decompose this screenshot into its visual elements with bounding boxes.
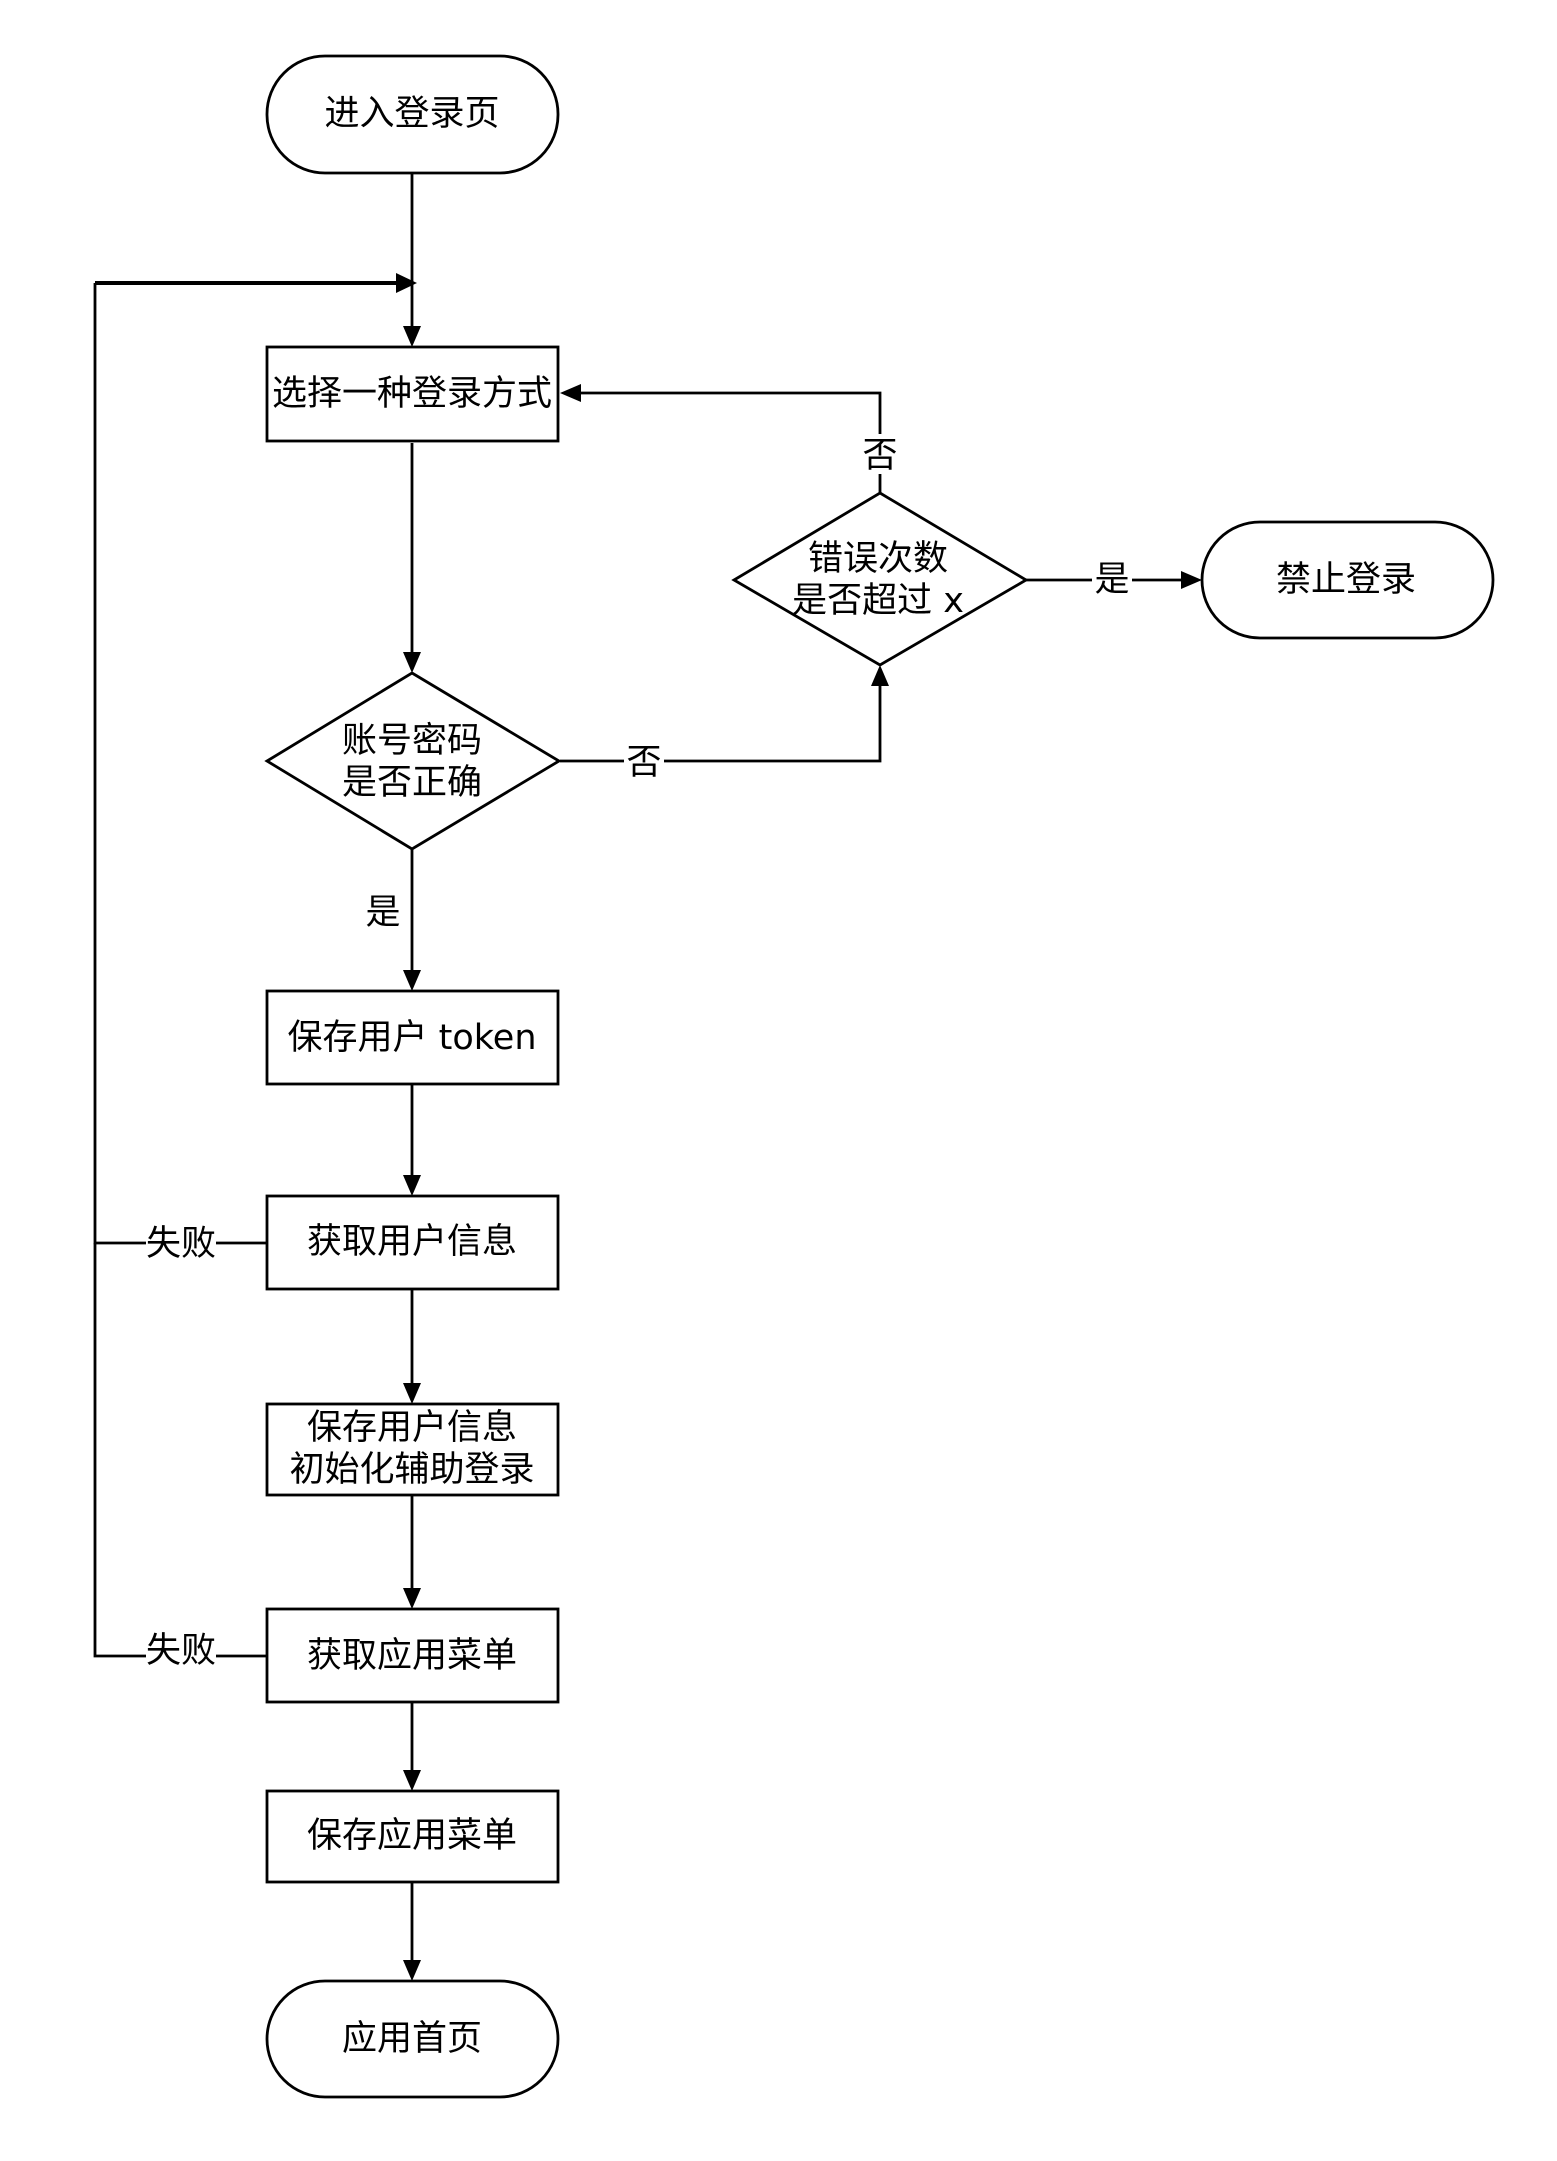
edge-label-menu-fail: 失败 [146,1631,216,1671]
arrowhead-down [403,652,421,673]
arrowhead-down [403,1383,421,1404]
arrowhead-down [403,326,421,347]
node-check-attempts-line1: 错误次数 [808,539,948,579]
edge-label-userinfo-fail: 失败 [146,1224,216,1264]
arrowhead-right [396,273,417,293]
edge-password-no [560,682,882,763]
node-get-user-info: 获取用户信息 [265,1194,560,1291]
terminator-shape [1200,520,1495,640]
node-check-password-line1: 账号密码 [342,721,482,761]
decision-shape [264,671,562,851]
node-check-attempts: 错误次数 是否超过 x [731,491,1029,667]
edge-userinfo-fail [93,283,267,1245]
node-forbid-login: 禁止登录 [1200,520,1495,640]
node-app-home: 应用首页 [265,1979,560,2099]
node-check-attempts-line2: 是否超过 x [792,581,964,621]
node-get-user-info-label: 获取用户信息 [307,1222,517,1262]
arrowhead-down [403,1588,421,1609]
edge-label-password-no: 否 [626,743,661,783]
node-check-password: 账号密码 是否正确 [264,671,562,851]
node-choose-method-label: 选择一种登录方式 [272,374,552,414]
edge-label-attempts-yes: 是 [1094,560,1129,600]
node-save-token: 保存用户 token [265,989,560,1086]
decision-shape [731,491,1029,667]
node-check-password-line2: 是否正确 [342,763,482,803]
process-shape [265,345,560,443]
process-shape [265,1607,560,1704]
arrowhead-down [403,1175,421,1196]
edge-menu-fail [93,1243,267,1658]
arrowhead-down [403,1770,421,1791]
node-forbid-login-label: 禁止登录 [1276,560,1416,600]
node-save-app-menu: 保存应用菜单 [265,1789,560,1884]
node-start-label: 进入登录页 [324,94,499,134]
connectors [93,174,1202,1981]
node-app-home-label: 应用首页 [342,2019,482,2059]
terminator-shape [265,1979,560,2099]
node-get-app-menu: 获取应用菜单 [265,1607,560,1704]
edge-label-attempts-no: 否 [862,436,897,476]
node-save-user-info: 保存用户信息 初始化辅助登录 [265,1402,560,1497]
node-start: 进入登录页 [265,54,560,175]
arrowhead-left [560,384,581,402]
process-shape [265,1194,560,1291]
node-save-token-label: 保存用户 token [288,1018,537,1058]
edge-attempts-no [577,391,882,493]
node-save-user-info-line1: 保存用户信息 [307,1408,517,1448]
process-shape [265,1789,560,1884]
node-save-app-menu-label: 保存应用菜单 [307,1816,517,1856]
arrowhead-down [403,970,421,991]
arrowhead-down [403,1960,421,1981]
edge-label-password-yes: 是 [365,893,400,933]
node-save-user-info-line2: 初始化辅助登录 [289,1450,534,1490]
edge-labels: 是 否 否 是 失败 失败 [146,434,1132,1674]
process-shape [265,989,560,1086]
node-get-app-menu-label: 获取应用菜单 [307,1636,517,1676]
process-shape [265,1402,560,1497]
node-choose-method: 选择一种登录方式 [265,345,560,443]
terminator-shape [265,54,560,175]
arrowhead-up [871,665,889,686]
arrowhead-right [1181,571,1202,589]
